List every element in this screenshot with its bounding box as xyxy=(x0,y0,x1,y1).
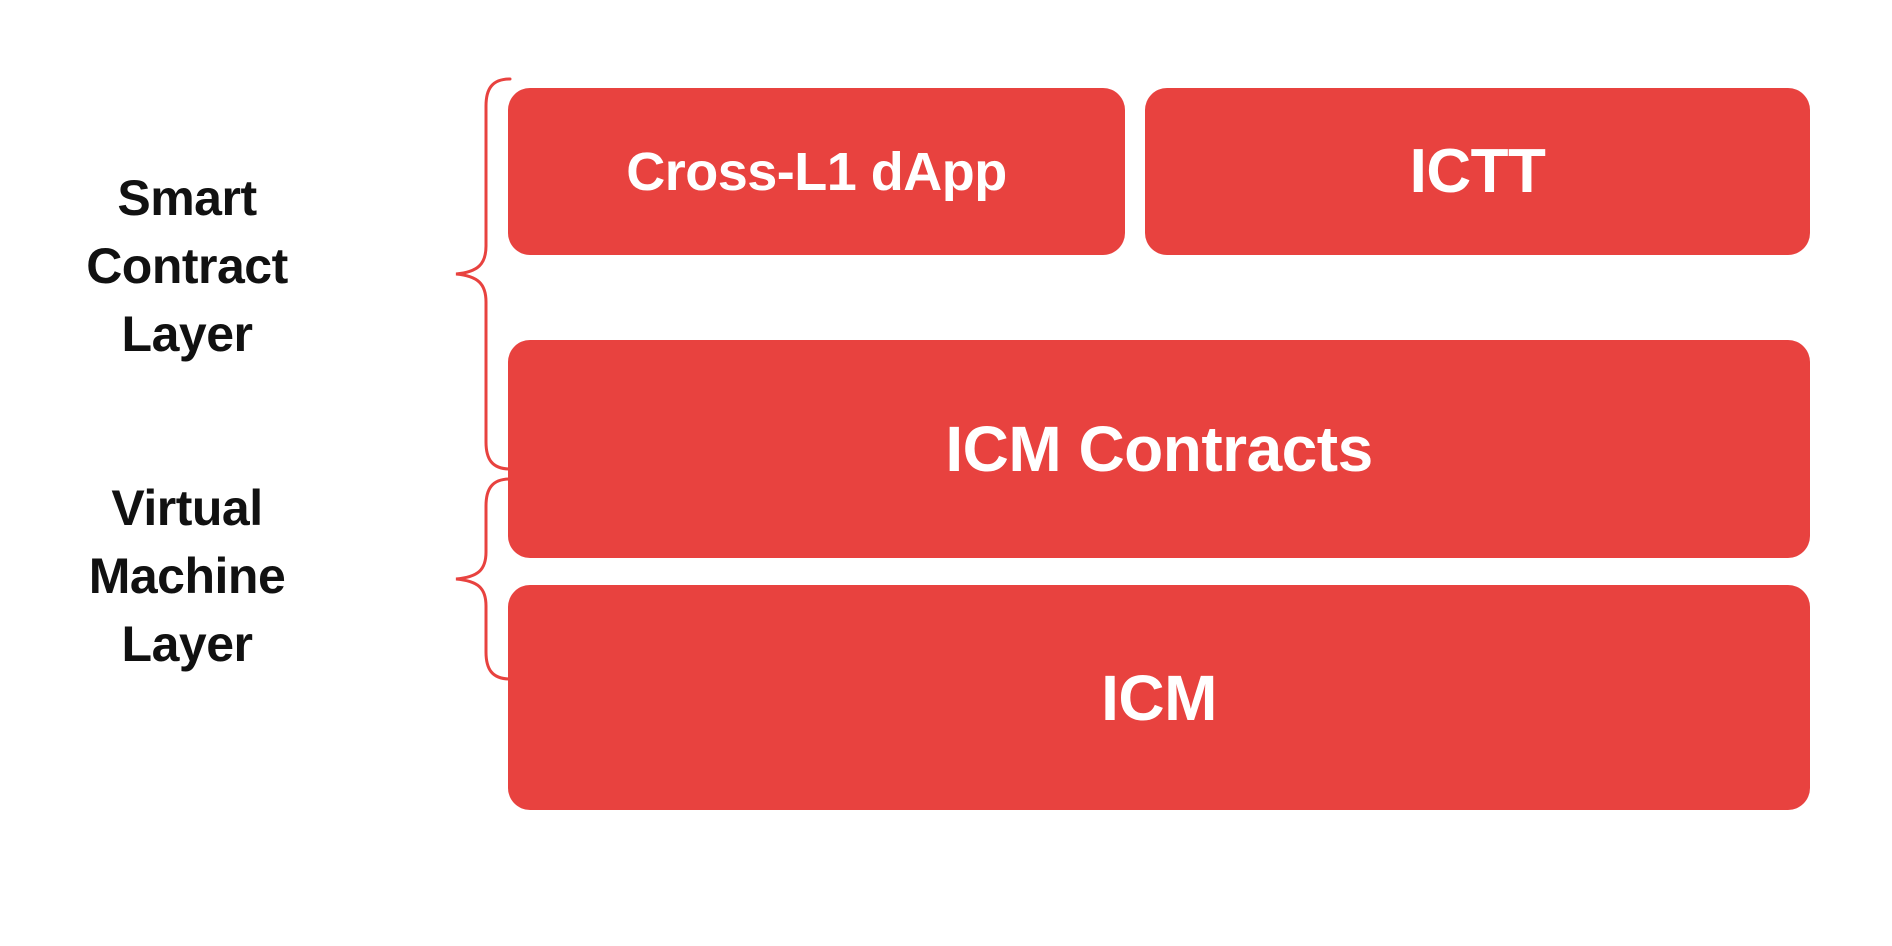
box-icm-contracts[interactable]: ICM Contracts xyxy=(508,340,1810,558)
box-label-ictt: ICTT xyxy=(1409,137,1546,206)
brace-smart-contract-layer xyxy=(452,76,514,472)
box-cross-l1-dapp[interactable]: Cross-L1 dApp xyxy=(508,88,1125,255)
box-label-cross-l1-dapp: Cross-L1 dApp xyxy=(626,141,1007,202)
group-label-smart-contract-layer: Smart Contract Layer xyxy=(86,170,288,362)
box-label-icm: ICM xyxy=(1101,661,1217,734)
box-label-icm-contracts: ICM Contracts xyxy=(945,413,1373,485)
box-ictt[interactable]: ICTT xyxy=(1145,88,1810,255)
brace-virtual-machine-layer xyxy=(452,476,514,682)
box-icm[interactable]: ICM xyxy=(508,585,1810,810)
group-label-virtual-machine-layer: Virtual Machine Layer xyxy=(88,480,286,672)
